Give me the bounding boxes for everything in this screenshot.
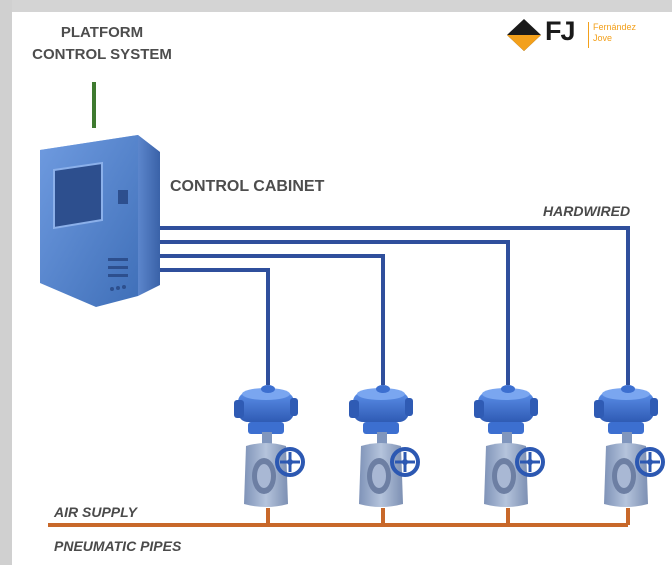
hardwired-lines — [160, 226, 630, 385]
control-cabinet — [40, 135, 160, 307]
pneumatic-pipes — [48, 508, 630, 527]
logo-mark: FJ — [545, 16, 575, 46]
valve-2 — [349, 385, 420, 507]
logo-name: Fernández Jove — [593, 22, 636, 44]
valve-4 — [594, 385, 665, 507]
hardwired-line-2 — [160, 254, 385, 385]
fj-logo-icon — [507, 19, 541, 51]
logo-name-line2: Jove — [593, 33, 613, 43]
logo-name-line1: Fernández — [593, 22, 637, 32]
valves — [234, 385, 665, 507]
hardwired-line-1 — [160, 268, 270, 385]
pneumatic-pipes-label: PNEUMATIC PIPES — [54, 538, 182, 554]
frame-left — [0, 0, 12, 565]
frame-top — [0, 0, 672, 12]
air-supply-label: AIR SUPPLY — [54, 504, 137, 520]
control-cabinet-label: CONTROL CABINET — [170, 178, 325, 195]
hardwired-label: HARDWIRED — [543, 203, 631, 219]
hardwired-line-4 — [160, 226, 630, 385]
logo-divider — [588, 22, 589, 48]
hardwired-line-3 — [160, 240, 510, 385]
platform-control-system-label: PLATFORM CONTROL SYSTEM — [32, 24, 172, 63]
valve-3 — [474, 385, 545, 507]
valve-1 — [234, 385, 305, 507]
